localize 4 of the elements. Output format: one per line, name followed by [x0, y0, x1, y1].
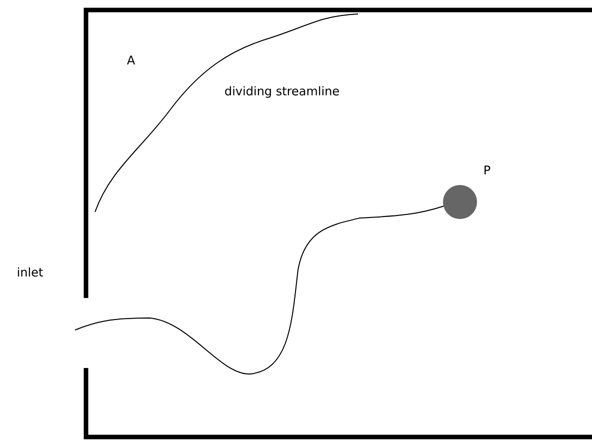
text-label: dividing streamline [225, 86, 339, 98]
text-label: P [484, 166, 490, 174]
text-label: A [127, 56, 135, 64]
text-label: inlet [18, 267, 43, 277]
